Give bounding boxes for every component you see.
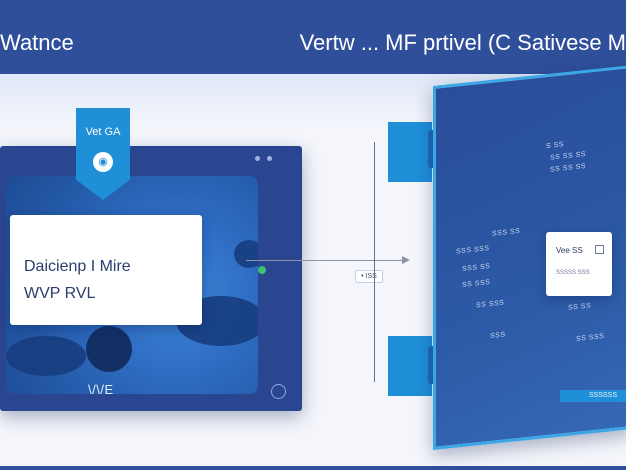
panel-header-line: S SS <box>546 141 564 151</box>
map-shape <box>234 240 258 268</box>
panel-row: SS SS <box>568 302 592 312</box>
bracket-line <box>374 142 381 382</box>
panel-row: SS SSS <box>576 332 605 343</box>
left-window-footer-label: \/\/E <box>88 382 114 397</box>
app-header: Watnce Vertw ... MF prtivel (C Sativese … <box>0 0 626 74</box>
top-connector <box>388 122 432 182</box>
panel-row: SSS SS <box>462 262 491 273</box>
panel-card[interactable]: Vee SS SSSSS SSS <box>546 232 612 296</box>
info-card-title: Daicienp I Mire <box>24 258 131 275</box>
status-dot <box>258 266 266 274</box>
header-left-title: Watnce <box>0 30 74 55</box>
panel-row: SS SSS <box>476 299 505 310</box>
location-tag[interactable]: Vet GA ◉ <box>76 108 130 200</box>
info-card-subtitle: WVP RVL <box>24 285 96 302</box>
header-right-title: Vertw ... MF prtivel (C Sativese M <box>299 30 626 55</box>
window-control-dot[interactable] <box>267 156 272 161</box>
panel-header-line: SS SS SS <box>550 150 586 162</box>
panel-row: SS SSS <box>462 278 491 289</box>
map-shape <box>6 336 86 376</box>
checkbox-icon[interactable] <box>595 245 604 254</box>
arrow-head-icon <box>402 256 410 264</box>
panel-card-subtitle: SSSSS SSS <box>556 270 590 276</box>
window-controls[interactable] <box>255 156 272 161</box>
panel-card-title: Vee SS <box>556 246 583 255</box>
bottom-connector <box>388 336 432 396</box>
info-card[interactable]: Daicienp I Mire WVP RVL <box>10 215 202 325</box>
panel-header-line: SS SS SS <box>550 162 586 174</box>
corner-button[interactable] <box>271 384 286 399</box>
middle-chip: • ISS <box>355 270 383 283</box>
panel-row: SSS SSS <box>456 245 490 256</box>
window-control-dot[interactable] <box>255 156 260 161</box>
connector-line <box>246 260 404 261</box>
panel-badge: SSSSSS <box>560 390 626 402</box>
record-icon: ◉ <box>93 152 113 172</box>
panel-row: SSS <box>490 331 506 341</box>
bottom-divider <box>0 466 626 470</box>
panel-row: SSS SS <box>492 227 521 238</box>
tag-label: Vet GA <box>85 126 121 138</box>
map-circle <box>86 326 132 372</box>
